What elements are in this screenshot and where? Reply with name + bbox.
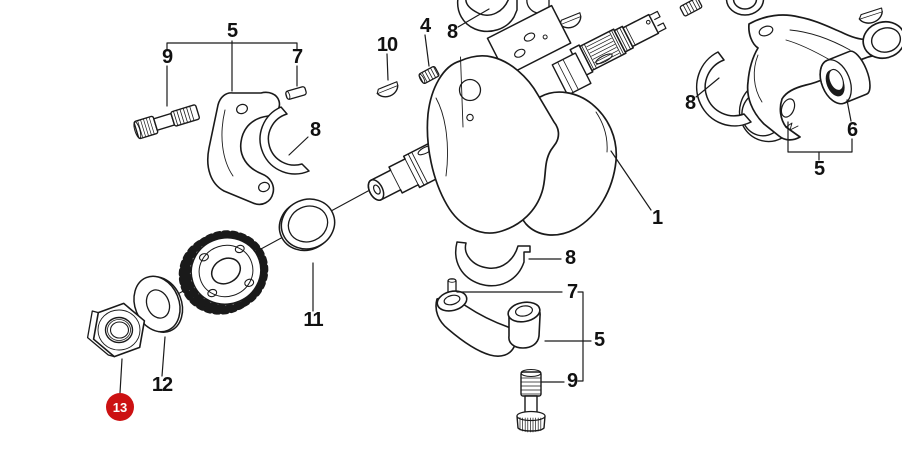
- callout-8-right[interactable]: 8: [684, 92, 696, 114]
- bearing-shell-left: [259, 106, 310, 175]
- callout-7-bottom[interactable]: 7: [566, 281, 578, 303]
- bearing-shell-right-front: [695, 51, 752, 127]
- callout-8-left[interactable]: 8: [309, 119, 321, 141]
- callout-10[interactable]: 10: [376, 34, 398, 56]
- callout-1[interactable]: 1: [651, 207, 663, 229]
- callout-7-top[interactable]: 7: [291, 46, 303, 68]
- small-end-bushing: [819, 50, 871, 105]
- woodruff-key-top-right: [858, 7, 883, 24]
- woodruff-key-10: [376, 81, 399, 98]
- crankshaft: [367, 4, 667, 236]
- leader-lines: [119, 8, 853, 394]
- callout-12[interactable]: 12: [151, 374, 173, 396]
- callout-11[interactable]: 11: [303, 309, 323, 331]
- callout-4[interactable]: 4: [419, 15, 431, 37]
- rod-bolt: [516, 369, 546, 433]
- rod-bearing-cap: [435, 290, 541, 357]
- callout-5-cap-top[interactable]: 5: [226, 20, 238, 42]
- callout-8-bottom[interactable]: 8: [564, 247, 576, 269]
- callout-5-cap-bottom[interactable]: 5: [593, 329, 605, 351]
- connecting-rod: [746, 14, 902, 141]
- shim-ring: [278, 198, 336, 252]
- callout-5-conrod[interactable]: 5: [813, 158, 825, 180]
- ring-top-edge: [725, 0, 765, 16]
- dowel-pin-top: [285, 86, 307, 100]
- grub-screw-top-right: [679, 0, 703, 17]
- callout-9-top[interactable]: 9: [161, 46, 173, 68]
- main-bearing-bolt: [133, 104, 200, 140]
- thrust-washer: [133, 275, 184, 333]
- callout-6[interactable]: 6: [846, 119, 858, 141]
- grub-screw-4: [418, 65, 440, 85]
- callout-9-bottom[interactable]: 9: [566, 370, 578, 392]
- timing-gear: [178, 230, 269, 315]
- bearing-shell-bottom: [455, 241, 531, 287]
- callout-13-highlighted-badge[interactable]: 13: [106, 393, 134, 421]
- woodruff-key-mid: [559, 12, 582, 29]
- callout-8-top[interactable]: 8: [446, 21, 458, 43]
- hex-nut: [86, 302, 146, 358]
- main-bearing-cap-top: [207, 91, 281, 206]
